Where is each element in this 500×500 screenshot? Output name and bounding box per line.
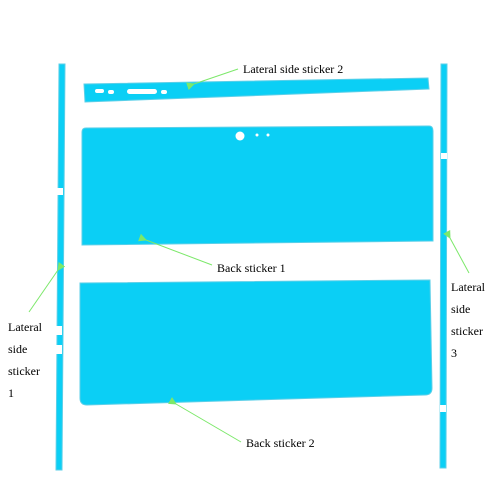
label-line: side: [8, 342, 27, 356]
label-lateral-side-sticker-1: Lateral side sticker 1: [8, 320, 43, 400]
cutout-slot: [108, 90, 114, 94]
label-line: 3: [451, 346, 457, 360]
label-line: 1: [8, 386, 14, 400]
cutout-slot: [57, 188, 63, 195]
cutout-slot: [441, 153, 447, 159]
back-sticker-2: [79, 279, 433, 406]
label-line: Lateral: [451, 280, 486, 294]
sensor-cutout: [266, 133, 270, 137]
back-sticker-1: [81, 125, 434, 246]
label-line: side: [451, 302, 470, 316]
lateral-side-sticker-1: [55, 63, 66, 471]
lateral-side-sticker-2: [83, 77, 430, 103]
cutout-slot: [161, 90, 167, 94]
label-back-sticker-1: Back sticker 1: [217, 261, 286, 275]
label-line: Lateral: [8, 320, 43, 334]
cutout-slot: [95, 89, 104, 93]
leader-arrow-back-sticker-2: [167, 397, 242, 443]
cutout-slot: [56, 326, 62, 335]
label-line: sticker: [8, 364, 40, 378]
leader-arrow-lateral-side-sticker-1: [28, 261, 66, 313]
camera-cutout: [235, 131, 245, 141]
leader-arrow-lateral-side-sticker-3: [443, 229, 470, 274]
leader-arrow-back-sticker-1: [138, 233, 213, 266]
lateral-side-sticker-3: [439, 63, 448, 469]
cutout-slot: [56, 345, 62, 354]
sensor-cutout: [255, 133, 259, 137]
leader-arrow-lateral-side-sticker-2: [186, 68, 239, 91]
label-lateral-side-sticker-3: Lateral side sticker 3: [451, 280, 486, 360]
cutout-slot: [127, 89, 157, 94]
label-lateral-side-sticker-2: Lateral side sticker 2: [243, 62, 343, 76]
label-line: sticker: [451, 324, 483, 338]
cutout-slot: [440, 405, 446, 412]
label-back-sticker-2: Back sticker 2: [246, 436, 315, 450]
